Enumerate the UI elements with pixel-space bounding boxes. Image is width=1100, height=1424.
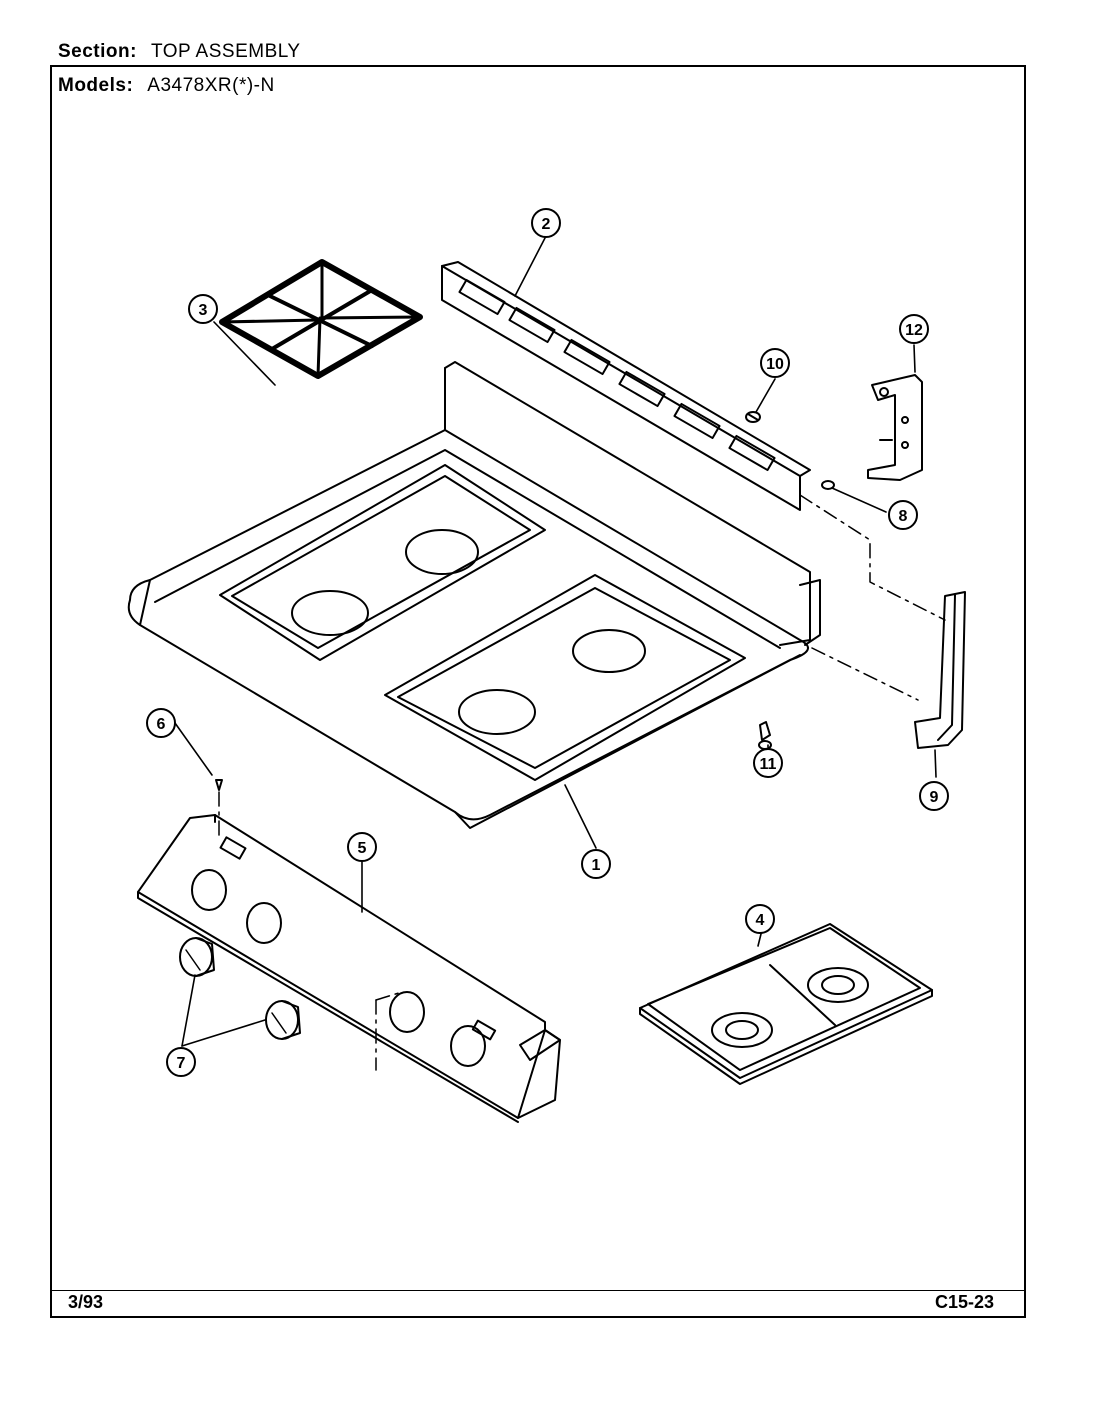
svg-text:2: 2: [542, 216, 551, 233]
rear-vent-trim: [441, 261, 811, 511]
section-heading: Section: TOP ASSEMBLY: [58, 41, 301, 63]
leader-lines: [174, 237, 937, 1047]
callout-8: 8: [888, 500, 918, 530]
models-heading: Models: A3478XR(*)-N: [58, 75, 275, 97]
footer-code: C15-23: [935, 1292, 995, 1312]
diagram-frame: [50, 65, 1026, 1318]
svg-text:1: 1: [592, 857, 601, 874]
svg-text:6: 6: [157, 716, 166, 733]
callout-10: 10: [760, 348, 790, 378]
callout-3: 3: [188, 294, 218, 324]
drip-pan: [639, 923, 933, 1085]
svg-text:5: 5: [358, 840, 367, 857]
callout-1: 1: [581, 849, 611, 879]
burner-grate: [219, 259, 423, 379]
models-value: A3478XR(*)-N: [147, 75, 275, 96]
control-knobs: [179, 937, 301, 1040]
callout-2: 2: [531, 208, 561, 238]
callout-12: 12: [899, 314, 929, 344]
svg-text:11: 11: [760, 756, 777, 773]
svg-text:10: 10: [766, 356, 784, 373]
footer-divider: [50, 1290, 1026, 1291]
models-label: Models:: [58, 75, 134, 96]
callout-7: 7: [166, 1047, 196, 1077]
svg-text:3: 3: [199, 302, 208, 319]
callout-4: 4: [745, 904, 775, 934]
svg-text:7: 7: [177, 1055, 186, 1072]
section-label: Section:: [58, 41, 137, 62]
callout-11: 11: [753, 748, 783, 778]
callout-9: 9: [919, 781, 949, 811]
control-panel: [137, 814, 561, 1123]
assembly-lines: [218, 494, 946, 1071]
svg-text:12: 12: [905, 322, 923, 339]
svg-text:4: 4: [756, 912, 765, 929]
cooktop-main-top: [127, 361, 821, 829]
hardware-fasteners: [215, 411, 835, 791]
hinge-bracket: [867, 374, 923, 481]
section-value: TOP ASSEMBLY: [150, 41, 301, 62]
svg-text:8: 8: [899, 508, 908, 525]
callout-5: 5: [347, 832, 377, 862]
footer-date: 3/93: [68, 1292, 104, 1312]
svg-text:9: 9: [930, 789, 939, 806]
side-trim: [914, 591, 966, 749]
callout-6: 6: [146, 708, 176, 738]
